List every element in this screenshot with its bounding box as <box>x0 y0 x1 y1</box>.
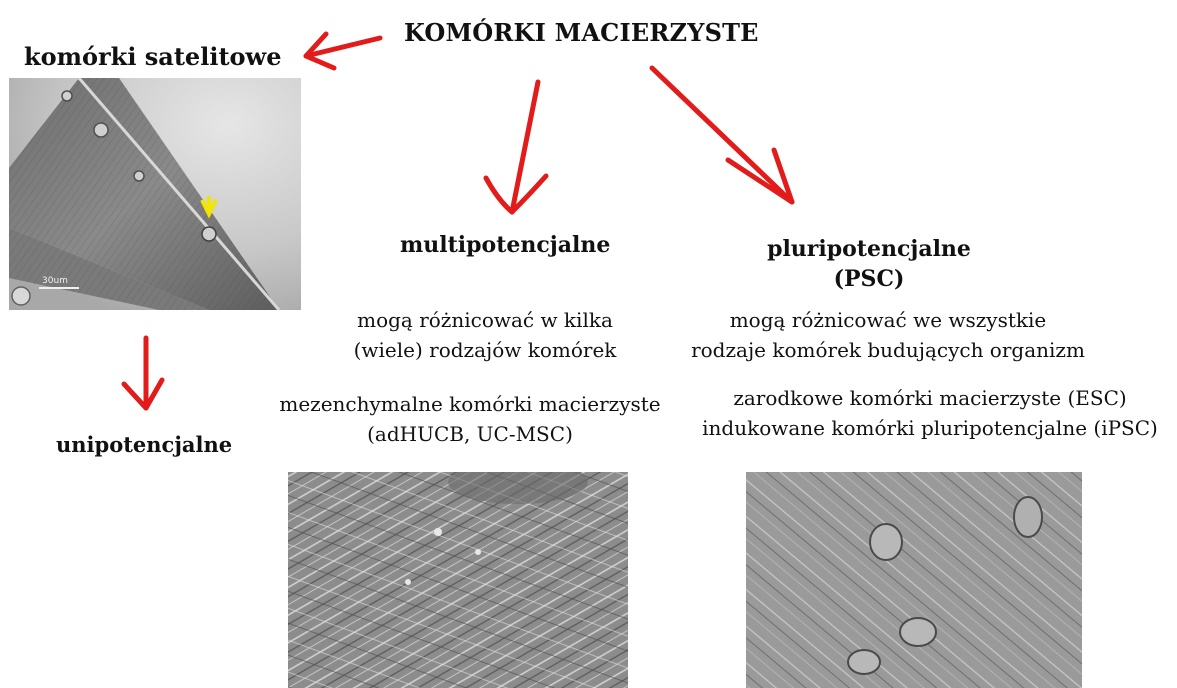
multipotent-description-line1: mogą różnicować w kilka <box>320 305 650 335</box>
satellite-cell-micrograph: 30um <box>9 78 301 310</box>
arrow-to-multipotent <box>486 82 546 212</box>
pluripotent-description-line1: mogą różnicować we wszystkie <box>678 305 1098 335</box>
multipotent-examples: mezenchymalne komórki macierzyste (adHUC… <box>250 389 690 449</box>
unipotent-label: unipotencjalne <box>56 432 232 457</box>
pluripotent-cell-micrograph <box>746 472 1082 688</box>
satellite-cells-label: komórki satelitowe <box>24 42 281 71</box>
pluripotent-examples-line1: zarodkowe komórki macierzyste (ESC) <box>680 383 1177 413</box>
multipotent-label: multipotencjalne <box>400 232 610 258</box>
pluripotent-label-line2: (PSC) <box>764 264 974 294</box>
pluripotent-examples-line2: indukowane komórki pluripotencjalne (iPS… <box>680 413 1177 443</box>
multipotent-examples-line2: (adHUCB, UC-MSC) <box>250 419 690 449</box>
arrow-to-satellite <box>306 34 380 68</box>
multipotent-description: mogą różnicować w kilka (wiele) rodzajów… <box>320 305 650 365</box>
pluripotent-label: pluripotencjalne (PSC) <box>764 234 974 294</box>
pluripotent-description-line2: rodzaje komórek budujących organizm <box>678 335 1098 365</box>
multipotent-examples-line1: mezenchymalne komórki macierzyste <box>250 389 690 419</box>
pluripotent-label-line1: pluripotencjalne <box>764 234 974 264</box>
multipotent-description-line2: (wiele) rodzajów komórek <box>320 335 650 365</box>
arrow-to-pluripotent <box>652 68 792 202</box>
multipotent-cell-micrograph <box>288 472 628 688</box>
pluripotent-examples: zarodkowe komórki macierzyste (ESC) indu… <box>680 383 1177 443</box>
pluripotent-description: mogą różnicować we wszystkie rodzaje kom… <box>678 305 1098 365</box>
arrow-to-unipotent <box>124 338 162 408</box>
scale-bar-label: 30um <box>42 276 68 286</box>
diagram-title: KOMÓRKI MACIERZYSTE <box>404 18 759 47</box>
